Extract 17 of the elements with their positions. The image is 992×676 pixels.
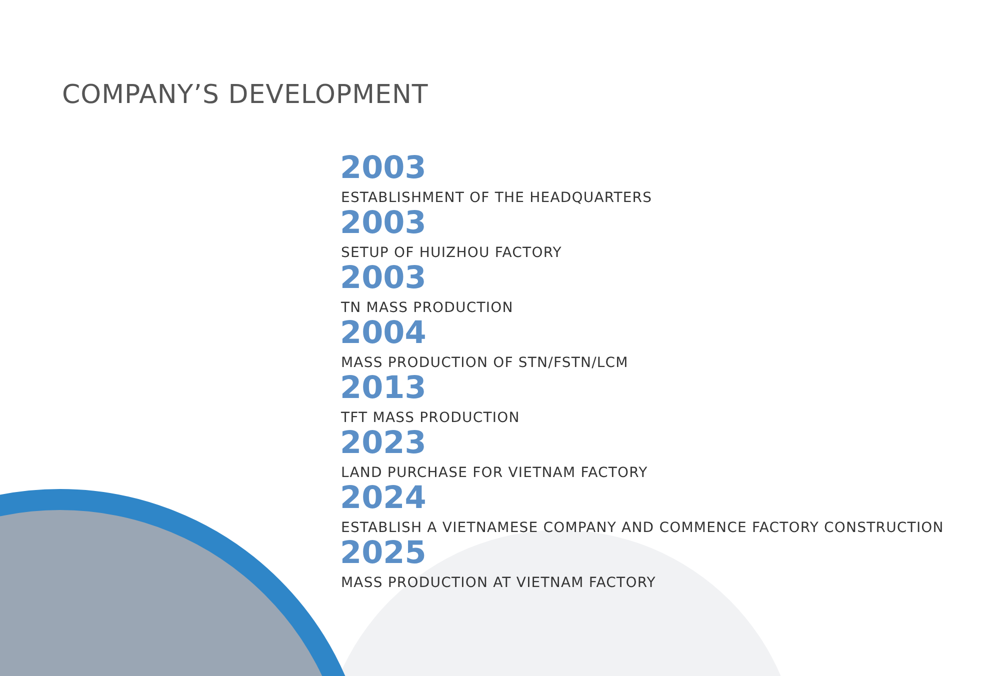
year-label: 2003 [340,151,426,185]
year-label: 2003 [340,206,426,240]
year-label: 2013 [340,371,426,405]
milestone-text: ESTABLISHMENT OF THE HEADQUARTERS [341,189,652,207]
year-label: 2024 [340,481,426,515]
year-label: 2023 [340,426,426,460]
year-label: 2004 [340,316,426,350]
year-label: 2025 [340,536,426,570]
milestone-text: LAND PURCHASE FOR VIETNAM FACTORY [341,464,648,482]
milestone-text: MASS PRODUCTION OF STN/FSTN/LCM [341,354,628,372]
milestone-text: TFT MASS PRODUCTION [341,409,520,427]
page-title: COMPANY’S DEVELOPMENT [62,80,428,110]
milestone-text: MASS PRODUCTION AT VIETNAM FACTORY [341,574,656,592]
milestone-text: TN MASS PRODUCTION [341,299,514,317]
milestone-text: SETUP OF HUIZHOU FACTORY [341,244,562,262]
year-label: 2003 [340,261,426,295]
milestone-text: ESTABLISH A VIETNAMESE COMPANY AND COMMENCE FACTORY CONSTRUCTION [341,519,944,537]
